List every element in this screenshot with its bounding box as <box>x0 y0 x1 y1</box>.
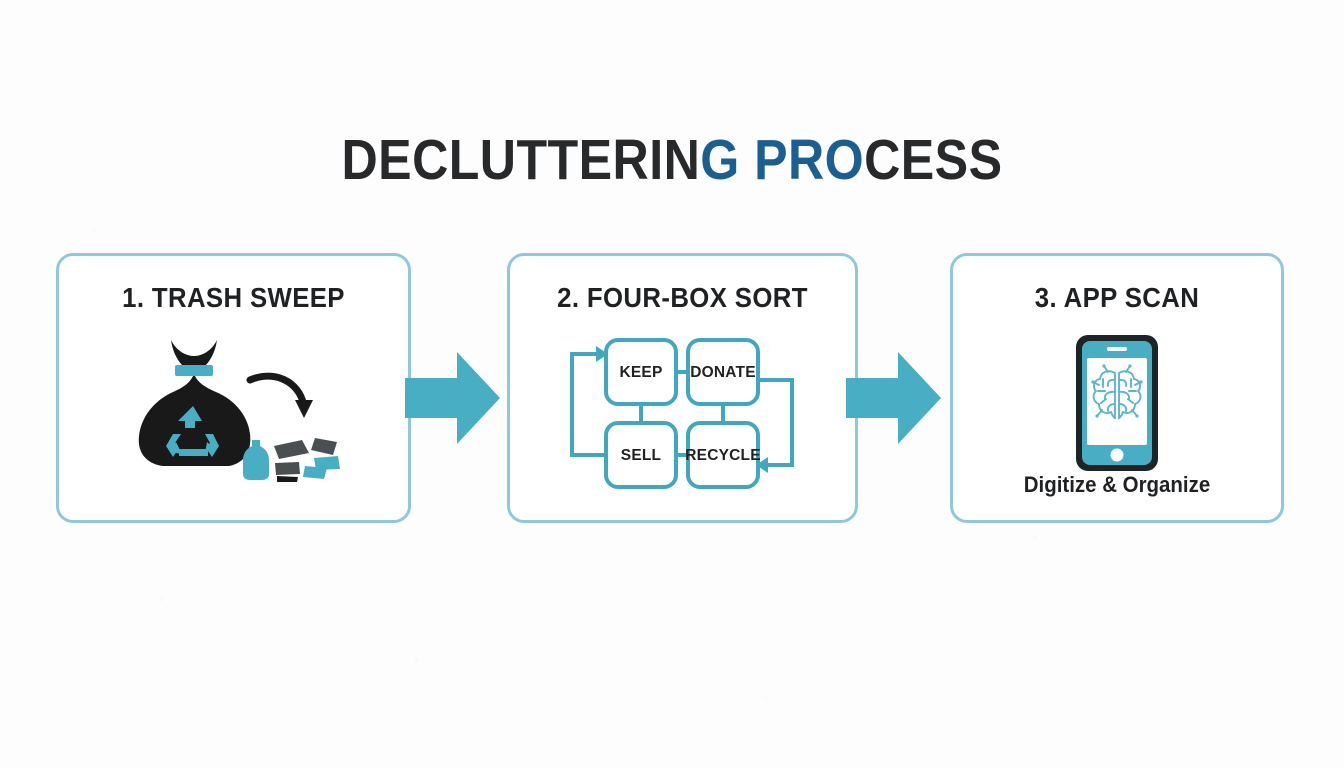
smartphone-brain-icon <box>953 328 1281 478</box>
step-3-caption: Digitize & Organize <box>1023 472 1211 497</box>
flow-arrow-right-1 <box>405 352 500 444</box>
step-card-four-box-sort: 2. FOUR-BOX SORT K <box>507 253 858 523</box>
page-title: DECLUTTERING PROCESS <box>81 132 1264 189</box>
four-box-diagram: KEEP DONATE SELL RECYCLE <box>510 328 855 496</box>
title-segment-3: PRO <box>754 128 865 193</box>
loop-right-path <box>757 378 794 467</box>
step-2-title: 2. FOUR-BOX SORT <box>557 282 808 313</box>
step-card-app-scan: 3. APP SCAN <box>950 253 1284 523</box>
title-segment-2: G <box>700 128 755 193</box>
step-3-title: 3. APP SCAN <box>1034 282 1200 313</box>
box-label-keep: KEEP <box>619 364 662 381</box>
box-label-recycle: RECYCLE <box>685 447 760 464</box>
title-segment-1: DECLUTTERIN <box>341 128 701 193</box>
loop-left-path <box>569 352 606 457</box>
title-segment-4: CESS <box>864 128 1003 193</box>
box-label-sell: SELL <box>620 447 660 464</box>
flow-arrow-right-2 <box>846 352 941 444</box>
loop-left-arrowhead <box>595 346 608 362</box>
step-1-title: 1. TRASH SWEEP <box>122 282 345 313</box>
box-label-donate: DONATE <box>690 364 756 381</box>
trash-bag-recycle-icon <box>59 334 408 484</box>
loop-right-arrowhead <box>755 457 768 473</box>
step-card-trash-sweep: 1. TRASH SWEEP <box>56 253 411 523</box>
